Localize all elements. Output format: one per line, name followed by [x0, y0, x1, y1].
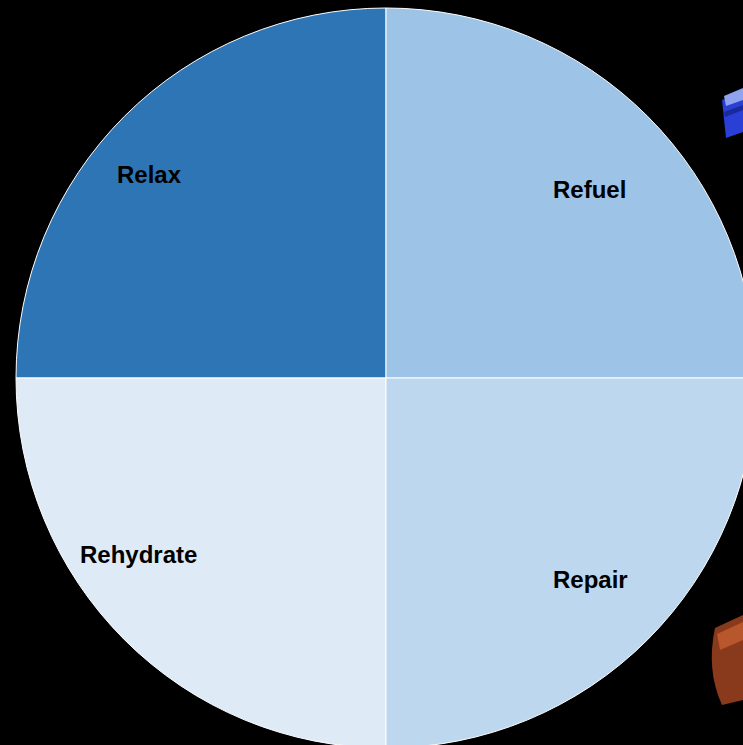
segment-shape [16, 378, 386, 745]
object-body [712, 615, 743, 705]
relax-segment: Relax [16, 8, 386, 378]
segment-label: Repair [553, 566, 628, 594]
bottle-cap-illustration [722, 88, 743, 138]
segment-fill [16, 378, 386, 745]
rehydrate-segment: Rehydrate [16, 378, 386, 745]
segment-label: Refuel [553, 176, 626, 204]
segment-fill [386, 8, 743, 378]
cap-ridge [724, 105, 743, 117]
repair-segment: Repair [386, 378, 743, 745]
segment-shape [16, 8, 386, 378]
brown-object-illustration [712, 615, 743, 705]
segment-shape [386, 378, 743, 745]
segment-fill [386, 378, 743, 745]
object-highlight [717, 622, 743, 650]
refuel-segment: Refuel [386, 8, 743, 378]
segment-fill [16, 8, 386, 378]
cap-highlight [724, 88, 743, 106]
segment-label: Relax [117, 161, 181, 189]
segment-label: Rehydrate [80, 541, 197, 569]
